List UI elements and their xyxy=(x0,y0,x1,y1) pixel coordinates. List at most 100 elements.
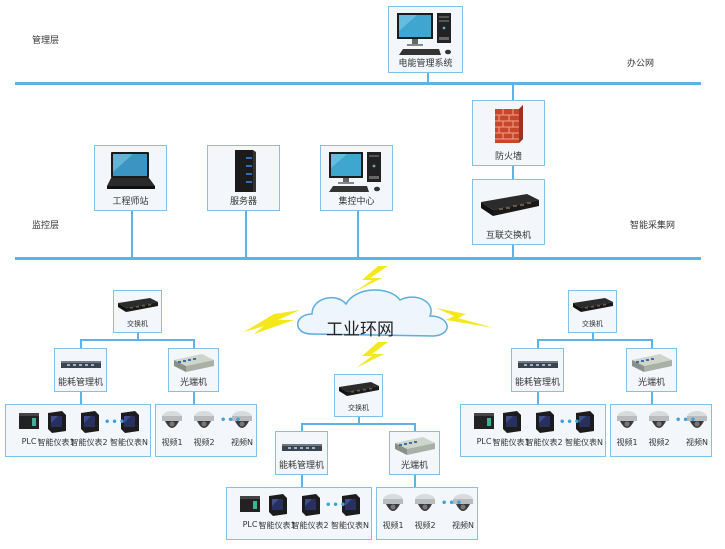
smart-meter-icon xyxy=(536,411,554,433)
field-device-item[interactable]: 智能仪表N xyxy=(109,409,149,448)
site-switch-node[interactable]: 交换机 xyxy=(334,374,383,417)
video-camera-item[interactable]: 视频N xyxy=(228,409,256,448)
video-camera-item[interactable]: 视频2 xyxy=(411,492,439,531)
optical-transceiver-label: 光端机 xyxy=(400,461,428,471)
server-link xyxy=(245,211,247,258)
video-camera-item[interactable]: 视频1 xyxy=(158,409,186,448)
optical-link xyxy=(414,423,416,431)
site-switch-label: 交换机 xyxy=(127,320,148,328)
switch-down-link xyxy=(137,333,139,339)
cloud-label: 工业环网 xyxy=(326,320,394,340)
field-device-label: 智能仪表1 xyxy=(492,438,530,447)
branch-link xyxy=(301,423,416,425)
site-switch-node[interactable]: 交换机 xyxy=(113,290,162,333)
smart-meter-icon xyxy=(48,411,66,433)
video-camera-item[interactable]: 视频1 xyxy=(379,492,407,531)
lightning-icon-top xyxy=(354,266,388,292)
field-device-item[interactable]: 智能仪表1 xyxy=(257,492,297,531)
energy-manager-link xyxy=(301,423,303,431)
field-device-item[interactable]: 智能仪表1 xyxy=(36,409,76,448)
network-switch-icon xyxy=(481,194,539,216)
smart-meter-icon xyxy=(503,411,521,433)
video-camera-label: 视频1 xyxy=(616,438,638,447)
optical-transceiver-icon xyxy=(395,437,435,455)
field-device-item[interactable]: 智能仪表2 xyxy=(524,409,564,448)
video-camera-item[interactable]: 视频2 xyxy=(190,409,218,448)
video-camera-item[interactable]: 视频N xyxy=(449,492,477,531)
video-camera-label: 视频2 xyxy=(414,521,436,530)
server-node[interactable]: 服务器 xyxy=(207,145,280,211)
video-group-link xyxy=(414,475,416,487)
dome-camera-icon xyxy=(194,411,214,428)
rack-switch-icon xyxy=(518,361,558,368)
plc-icon xyxy=(19,413,39,429)
dome-camera-icon xyxy=(383,494,403,511)
energy-manager-node[interactable]: 能耗管理机 xyxy=(511,348,564,392)
field-device-item[interactable]: PLC xyxy=(230,492,270,529)
central-link xyxy=(357,211,359,258)
video-camera-item[interactable]: 视频1 xyxy=(613,409,641,448)
field-device-item[interactable]: PLC xyxy=(9,409,49,446)
dome-camera-icon xyxy=(453,494,473,511)
field-device-item[interactable]: 智能仪表N xyxy=(330,492,370,531)
video-camera-item[interactable]: 视频2 xyxy=(645,409,673,448)
optical-transceiver-label: 光端机 xyxy=(637,378,665,388)
field-device-label: 智能仪表2 xyxy=(291,521,329,530)
central-control-node[interactable]: 集控中心 xyxy=(320,145,393,211)
ems-node[interactable]: 电能管理系统 xyxy=(388,6,463,73)
field-device-item[interactable]: 智能仪表2 xyxy=(290,492,330,531)
site-switch-label: 交换机 xyxy=(348,404,369,412)
device-group-link xyxy=(301,475,303,487)
rack-switch-icon xyxy=(282,444,322,451)
energy-manager-label: 能耗管理机 xyxy=(278,461,324,471)
ellipsis-icon: ••• xyxy=(559,417,582,428)
site-switch-node[interactable]: 交换机 xyxy=(568,290,617,333)
interconnect-switch-label: 互联交换机 xyxy=(485,231,531,241)
energy-manager-node[interactable]: 能耗管理机 xyxy=(275,431,328,475)
desktop-computer-icon xyxy=(329,152,381,192)
field-device-item[interactable]: 智能仪表1 xyxy=(491,409,531,448)
interconnect-bus-link xyxy=(512,245,514,258)
network-switch-icon xyxy=(118,298,158,312)
field-device-label: PLC xyxy=(242,520,258,529)
server-tower-icon xyxy=(235,150,256,192)
video-camera-label: 视频N xyxy=(686,438,708,447)
collect-network-bus xyxy=(15,257,701,260)
firewall-switch-link xyxy=(512,166,514,179)
interconnect-switch-node[interactable]: 互联交换机 xyxy=(472,179,545,245)
ellipsis-icon: ••• xyxy=(220,415,243,426)
video-camera-label: 视频N xyxy=(231,438,253,447)
firewall-uplink xyxy=(512,84,514,100)
optical-transceiver-node[interactable]: 光端机 xyxy=(168,348,219,392)
firewall-node[interactable]: 防火墙 xyxy=(472,100,545,166)
plc-icon xyxy=(474,413,494,429)
field-device-label: 智能仪表N xyxy=(565,438,603,447)
dome-camera-icon xyxy=(617,411,637,428)
smart-meter-icon xyxy=(302,494,320,516)
smart-meter-icon xyxy=(342,494,360,516)
monitor-layer-label: 监控层 xyxy=(32,221,60,231)
optical-transceiver-icon xyxy=(632,354,672,372)
field-device-item[interactable]: PLC xyxy=(464,409,504,446)
field-device-item[interactable]: 智能仪表N xyxy=(564,409,604,448)
dome-camera-icon xyxy=(415,494,435,511)
lightning-icon-bottom xyxy=(356,342,388,368)
site-switch-label: 交换机 xyxy=(582,320,603,328)
energy-manager-link xyxy=(537,339,539,348)
engineer-link xyxy=(131,211,133,258)
optical-transceiver-node[interactable]: 光端机 xyxy=(626,348,677,392)
engineer-station-node[interactable]: 工程师站 xyxy=(94,145,167,211)
branch-link xyxy=(80,339,195,341)
engineer-station-label: 工程师站 xyxy=(112,197,149,207)
optical-transceiver-node[interactable]: 光端机 xyxy=(389,431,440,475)
energy-manager-node[interactable]: 能耗管理机 xyxy=(54,348,107,392)
video-camera-item[interactable]: 视频N xyxy=(683,409,711,448)
field-device-item[interactable]: 智能仪表2 xyxy=(69,409,109,448)
field-device-label: 智能仪表N xyxy=(110,438,148,447)
field-device-label: 智能仪表N xyxy=(331,521,369,530)
video-camera-label: 视频1 xyxy=(161,438,183,447)
